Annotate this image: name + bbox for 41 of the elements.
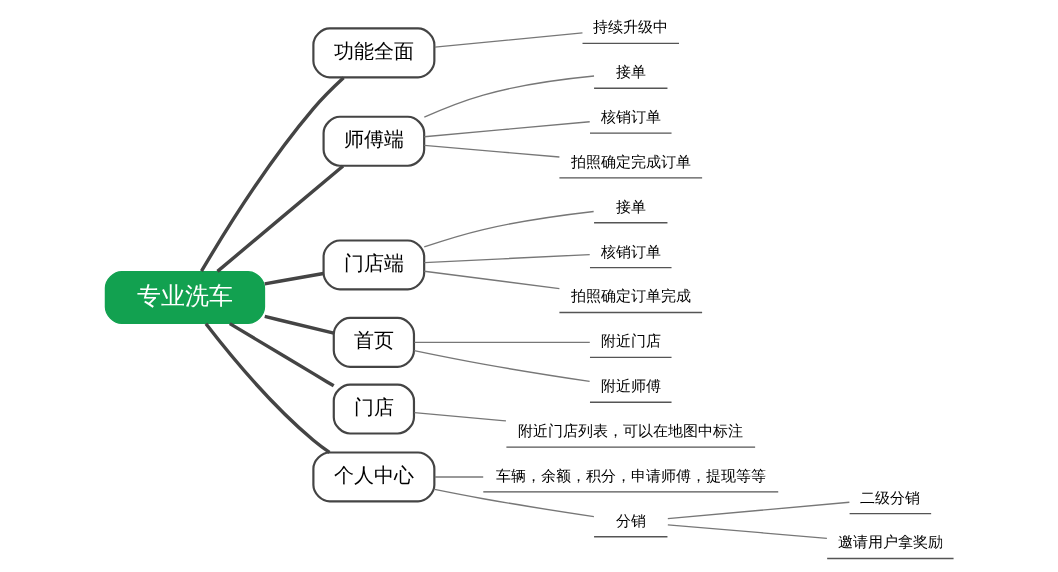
node-box: 首页 bbox=[332, 316, 415, 368]
connector bbox=[423, 253, 590, 264]
node-box: 功能全面 bbox=[311, 27, 435, 79]
connector bbox=[433, 488, 595, 518]
node-text: 邀请用户拿奖励 bbox=[837, 533, 943, 552]
connector bbox=[666, 501, 850, 520]
connector bbox=[423, 270, 560, 290]
connector bbox=[666, 524, 828, 539]
connector bbox=[263, 314, 334, 335]
connector bbox=[413, 350, 590, 383]
connector bbox=[423, 210, 594, 248]
node-text: 附近门店列表，可以在地图中标注 bbox=[517, 421, 743, 440]
connector bbox=[423, 144, 560, 158]
connector bbox=[423, 75, 595, 118]
node-text: 拍照确定完成订单 bbox=[570, 152, 691, 171]
connector bbox=[433, 476, 484, 478]
connector bbox=[263, 271, 324, 286]
node-text: 核销订单 bbox=[600, 107, 661, 126]
node-text: 接单 bbox=[615, 63, 646, 82]
connector bbox=[423, 121, 590, 138]
node-text: 二级分销 bbox=[859, 488, 920, 507]
node-box: 门店端 bbox=[322, 239, 425, 291]
node-text: 接单 bbox=[615, 197, 646, 216]
connector bbox=[228, 322, 335, 388]
connector bbox=[433, 32, 583, 48]
node-text: 附近门店 bbox=[600, 332, 661, 351]
node-text: 核销订单 bbox=[600, 242, 661, 261]
node-box: 师傅端 bbox=[322, 115, 425, 167]
connector bbox=[413, 411, 507, 422]
connector bbox=[215, 164, 344, 273]
node-box: 个人中心 bbox=[311, 451, 435, 503]
node-text: 分销 bbox=[615, 511, 646, 530]
node-text: 持续升级中 bbox=[592, 18, 668, 37]
node-box: 专业洗车 bbox=[104, 271, 265, 325]
connector bbox=[413, 341, 590, 344]
node-text: 附近师傅 bbox=[600, 377, 661, 396]
node-text: 拍照确定订单完成 bbox=[570, 287, 691, 306]
node-text: 车辆，余额，积分，申请师傅，提现等等 bbox=[495, 466, 766, 485]
connector bbox=[199, 76, 345, 273]
node-box: 门店 bbox=[332, 383, 415, 435]
connector bbox=[204, 322, 330, 454]
